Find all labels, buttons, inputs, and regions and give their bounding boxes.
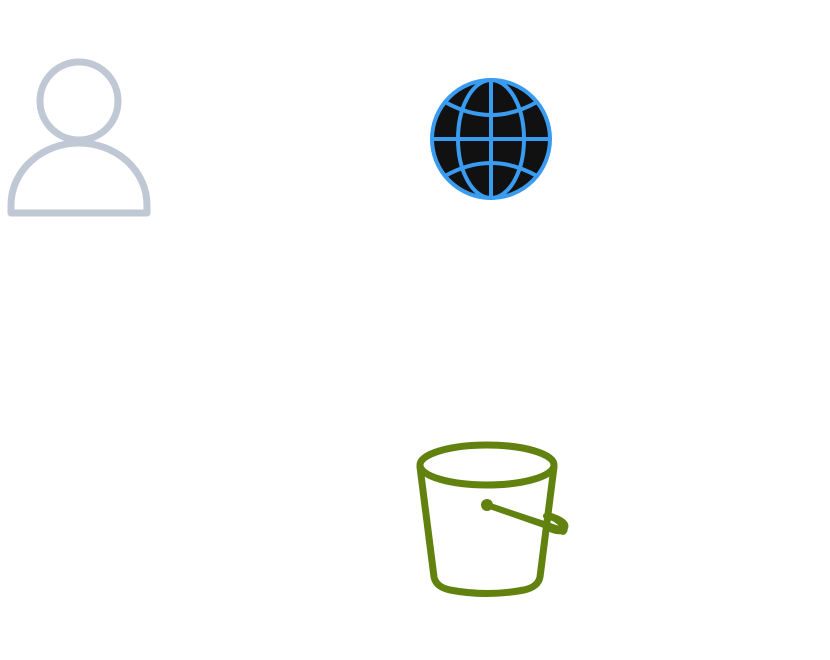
user-node[interactable]	[0, 55, 160, 225]
user-icon	[7, 58, 151, 217]
bucket-icon	[416, 441, 569, 597]
s3-bucket-node[interactable]	[410, 435, 575, 600]
internet-node[interactable]	[425, 73, 557, 205]
globe-icon	[430, 78, 552, 200]
